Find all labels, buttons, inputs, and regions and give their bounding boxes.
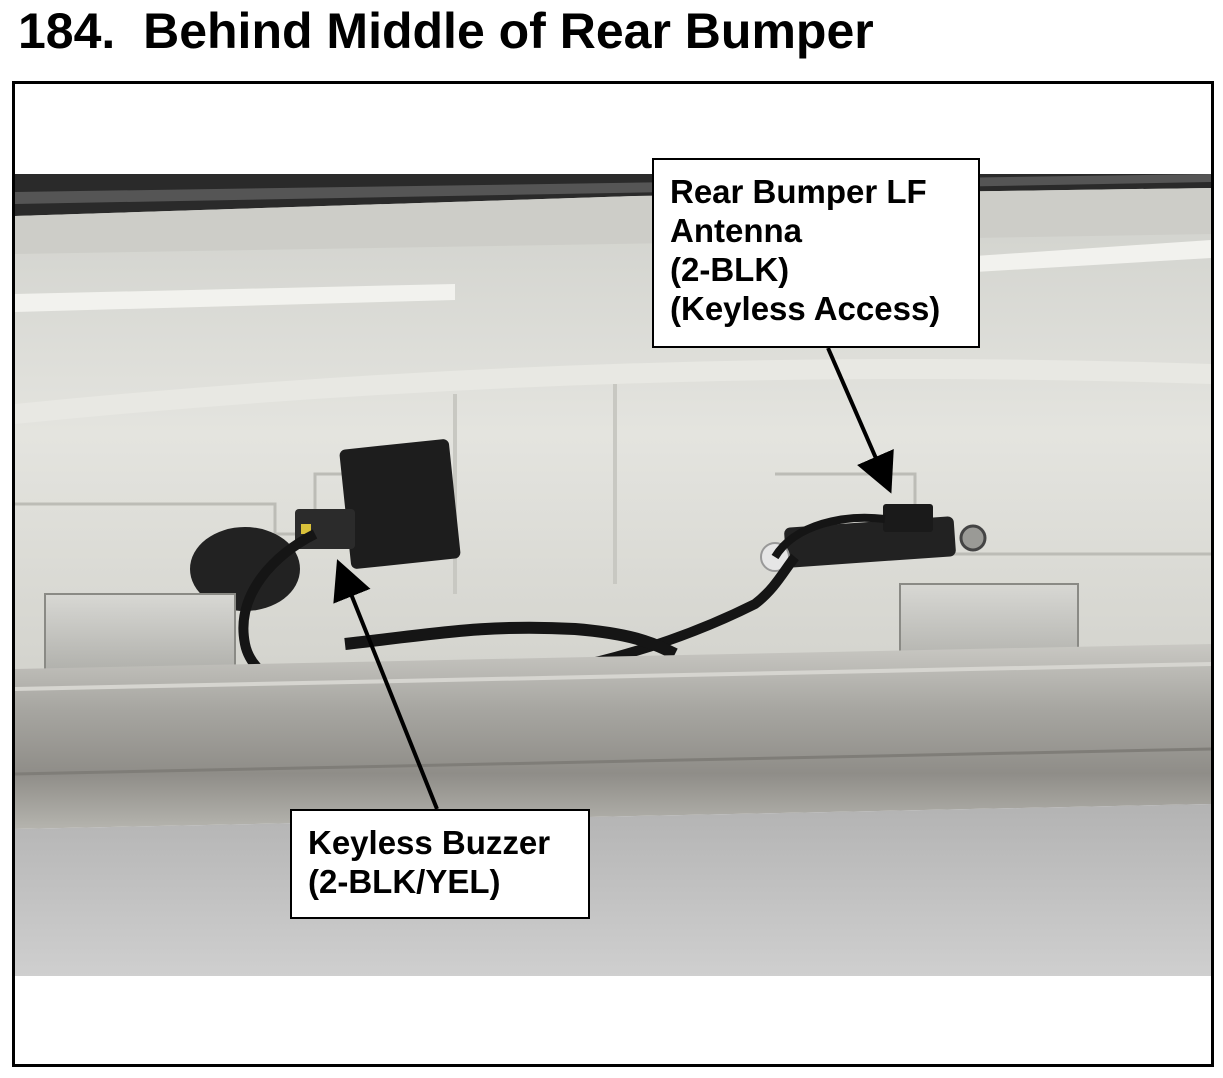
callout-line: Antenna	[670, 212, 802, 249]
callout-line: Keyless Buzzer	[308, 824, 551, 861]
bumper-beam	[15, 644, 1211, 829]
callout-line: (2-BLK)	[670, 251, 790, 288]
callout-keyless-buzzer: Keyless Buzzer (2-BLK/YEL)	[290, 809, 590, 919]
callout-line: (Keyless Access)	[670, 290, 941, 327]
grommet	[190, 527, 300, 611]
callout-line: Rear Bumper LF	[670, 173, 927, 210]
bumper-photo	[15, 174, 1211, 976]
page-title: 184. Behind Middle of Rear Bumper	[18, 3, 874, 59]
floor	[15, 804, 1211, 976]
figure-frame: Rear Bumper LF Antenna (2-BLK) (Keyless …	[12, 81, 1214, 1067]
callout-line: (2-BLK/YEL)	[308, 863, 501, 900]
callout-rear-bumper-lf-antenna: Rear Bumper LF Antenna (2-BLK) (Keyless …	[652, 158, 980, 348]
lf-antenna	[760, 504, 987, 572]
